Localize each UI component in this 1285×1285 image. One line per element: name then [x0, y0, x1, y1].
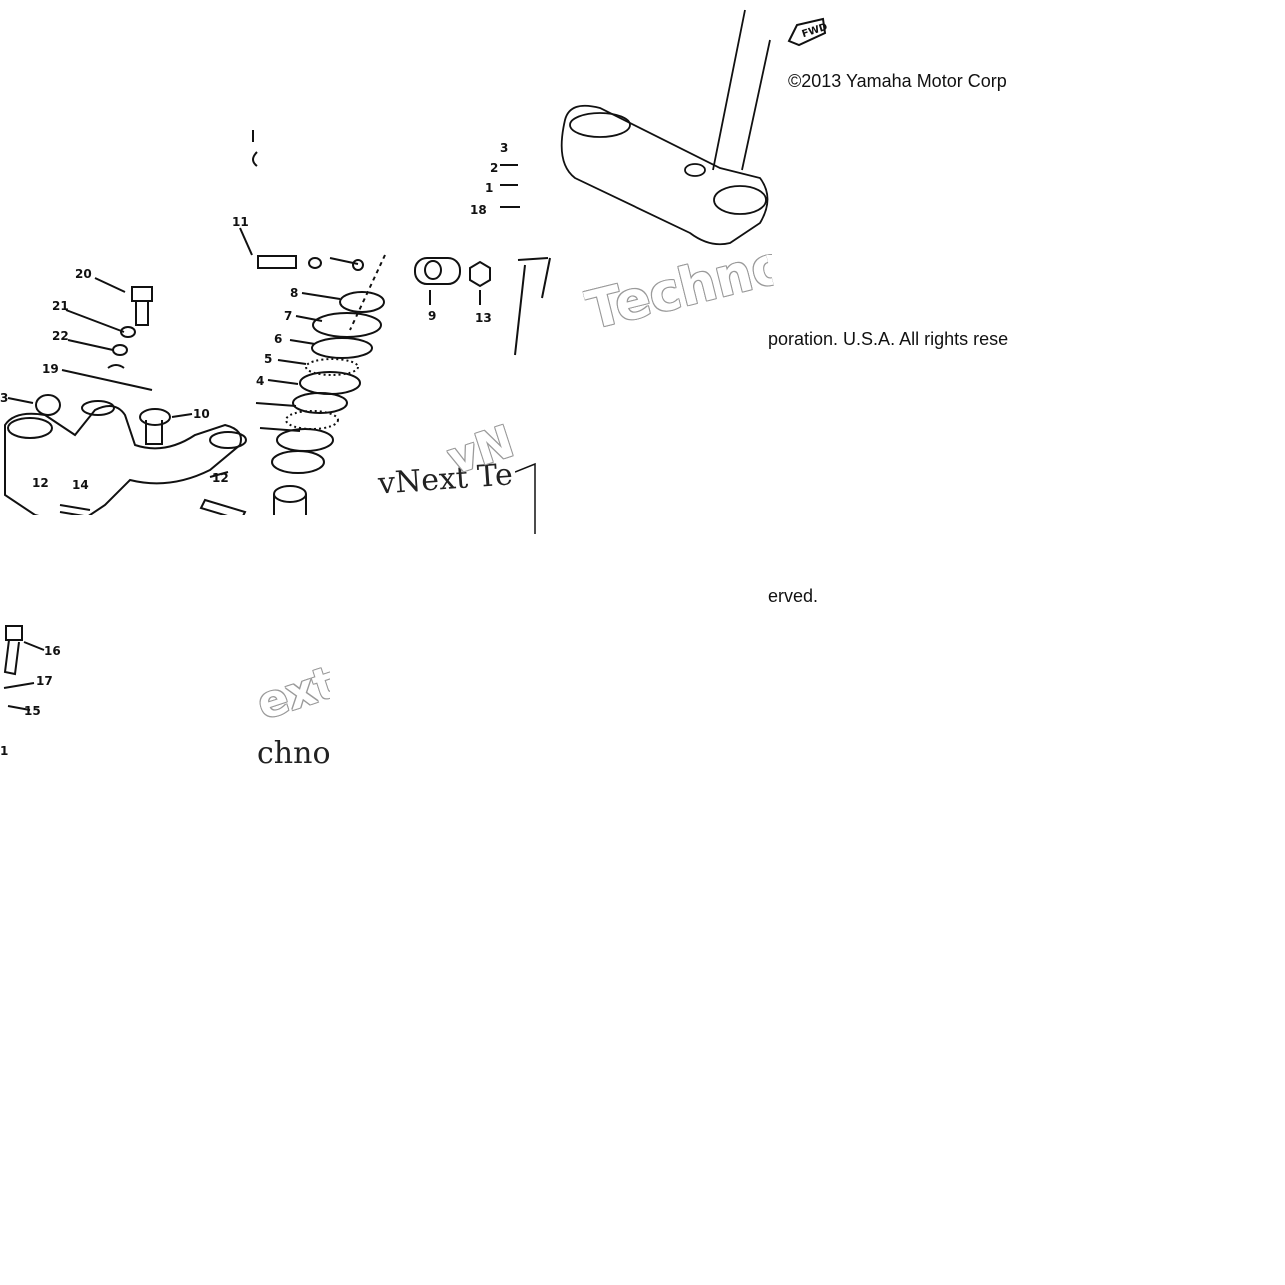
- svg-text:1: 1: [0, 744, 8, 758]
- upper-bracket-drawing: [560, 9, 771, 246]
- upper-bracket-outline: [560, 104, 769, 246]
- svg-text:12: 12: [32, 476, 49, 490]
- svg-text:9: 9: [428, 309, 436, 323]
- copyright-text-part3: erved.: [768, 586, 819, 606]
- svg-text:17: 17: [36, 674, 53, 688]
- bolt-16-head: [5, 625, 23, 641]
- copyright-text-part2: poration. U.S.A. All rights rese: [768, 329, 1009, 349]
- svg-text:11: 11: [232, 215, 249, 229]
- diagram-tile-small: [515, 432, 585, 542]
- svg-text:20: 20: [75, 267, 92, 281]
- svg-text:15: 15: [24, 704, 41, 718]
- svg-text:12: 12: [212, 471, 229, 485]
- svg-text:6: 6: [274, 332, 282, 346]
- svg-text:22: 22: [52, 329, 69, 343]
- lower-bracket-shape: [4, 405, 242, 515]
- svg-text:3: 3: [500, 141, 508, 155]
- callout-labels: 20 21 22 19 3 10 8 7 6 5 4 9 13 12 12 14…: [0, 141, 508, 492]
- stem-lines: [712, 9, 771, 171]
- copyright-text-part1: ©2013 Yamaha Motor Corp: [788, 71, 1007, 91]
- svg-text:16: 16: [44, 644, 61, 658]
- svg-text:5: 5: [264, 352, 272, 366]
- ring-5: [305, 358, 359, 376]
- svg-text:10: 10: [193, 407, 210, 421]
- sleeve-9-shape: [414, 257, 461, 285]
- ring-8: [339, 291, 385, 313]
- svg-text:13: 13: [475, 311, 492, 325]
- svg-text:1: 1: [485, 181, 493, 195]
- bolt-10-head: [139, 408, 171, 426]
- bolt-11-shape: [257, 255, 297, 269]
- diagram-tile-lower-left: 16 17 15 1: [0, 620, 70, 760]
- svg-text:7: 7: [284, 309, 292, 323]
- cap-3-shape: [35, 394, 61, 416]
- ring-7: [312, 312, 382, 338]
- exploded-diagram-tile-main: 20 21 22 19 3 10 8 7 6 5 4 9 13 12 12 14…: [0, 0, 555, 515]
- svg-text:19: 19: [42, 362, 59, 376]
- svg-text:18: 18: [470, 203, 487, 217]
- svg-text:3: 3: [0, 391, 8, 405]
- bolt-20-head: [131, 286, 153, 302]
- diagram-tile-lower-middle: ext chno: [255, 660, 330, 775]
- watermark-chno-serif: chno: [257, 736, 330, 771]
- ring-6: [311, 337, 373, 359]
- svg-text:14: 14: [72, 478, 89, 492]
- svg-text:21: 21: [52, 299, 69, 313]
- svg-text:8: 8: [290, 286, 298, 300]
- fwd-arrow-icon: FWD: [785, 15, 830, 50]
- svg-text:2: 2: [490, 161, 498, 175]
- svg-text:4: 4: [256, 374, 264, 388]
- nut-13-shape: [469, 260, 491, 288]
- steering-exploded-drawing: 20 21 22 19 3 10 8 7 6 5 4 9 13 12 12 14…: [0, 141, 551, 515]
- fragment-top: [245, 128, 265, 188]
- watermark-ext-outline: ext: [255, 660, 330, 730]
- diagram-tile-upper-bracket: Techno: [555, 0, 772, 255]
